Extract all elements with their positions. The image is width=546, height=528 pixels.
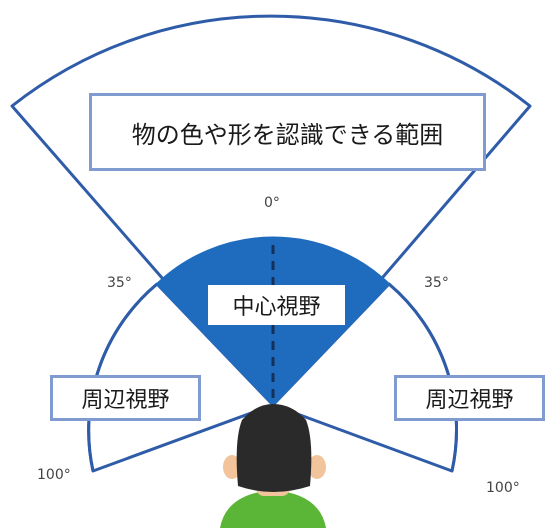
angle-label-central-left: 35° bbox=[107, 275, 132, 291]
peripheral-vision-arc bbox=[87, 282, 459, 472]
angle-label-center: 0° bbox=[264, 195, 280, 211]
angle-label-peripheral-right: 100° bbox=[486, 480, 520, 496]
person-figure bbox=[220, 404, 326, 528]
angle-label-central-right: 35° bbox=[424, 275, 449, 291]
peripheral-vision-label-right: 周辺視野 bbox=[394, 375, 545, 421]
peripheral-vision-label-left: 周辺視野 bbox=[50, 375, 201, 421]
central-vision-label: 中心視野 bbox=[208, 285, 345, 325]
person-hair bbox=[236, 404, 312, 492]
person-shirt bbox=[220, 490, 326, 528]
angle-label-peripheral-left: 100° bbox=[37, 467, 71, 483]
person-right-ear bbox=[308, 455, 326, 479]
person-left-ear bbox=[223, 455, 241, 479]
outer-range-label: 物の色や形を認識できる範囲 bbox=[89, 93, 486, 171]
